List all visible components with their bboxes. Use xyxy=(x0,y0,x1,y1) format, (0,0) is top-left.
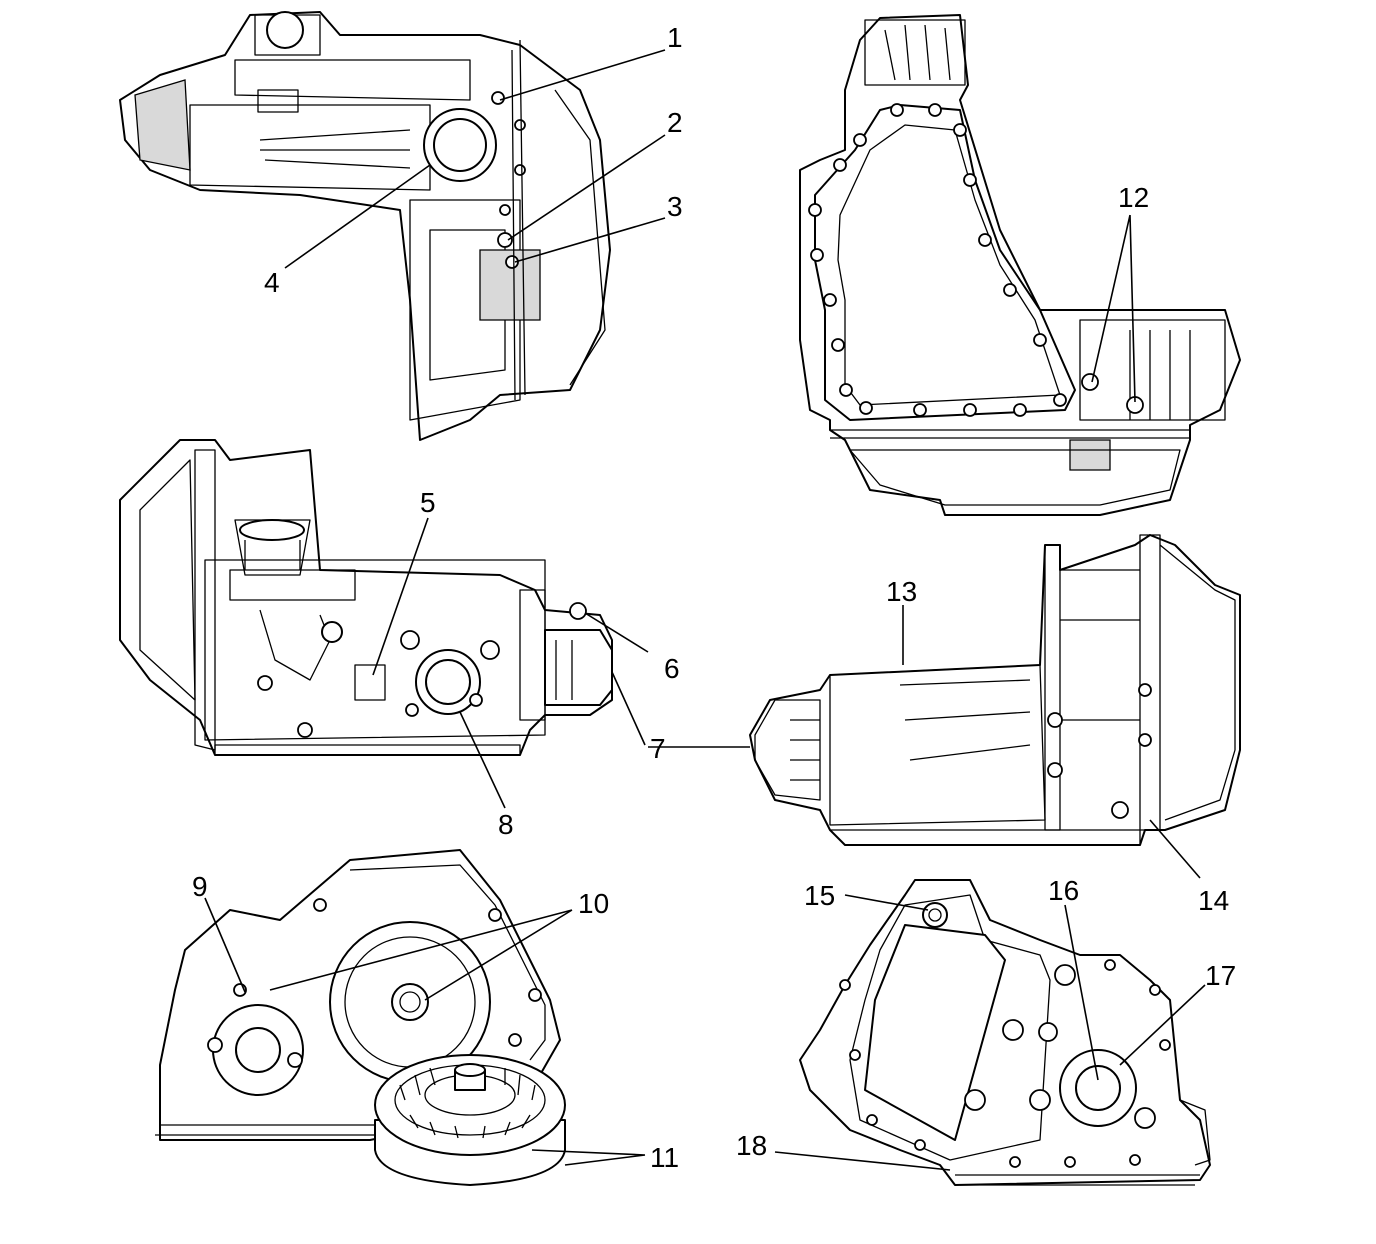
view-bottom-right-transaxle xyxy=(799,879,1211,1186)
callout-8: 8 xyxy=(498,809,514,840)
callout-1: 1 xyxy=(667,22,683,53)
callout-9: 9 xyxy=(192,871,208,902)
callout-14: 14 xyxy=(1198,885,1229,916)
view-middle-left-transaxle xyxy=(119,439,613,756)
callout-3: 3 xyxy=(667,191,683,222)
callout-10: 10 xyxy=(578,888,609,919)
callout-13: 13 xyxy=(886,576,917,607)
view-middle-right-transaxle xyxy=(749,534,1241,846)
callout-12: 12 xyxy=(1118,182,1149,213)
callout-15: 15 xyxy=(804,880,835,911)
callout-4: 4 xyxy=(264,267,280,298)
callout-5: 5 xyxy=(420,487,436,518)
view-bottom-left-transaxle xyxy=(155,849,566,1186)
view-top-right-transaxle xyxy=(799,14,1241,516)
torque-converter xyxy=(374,1054,566,1186)
callout-17: 17 xyxy=(1205,960,1236,991)
callout-labels: 1 2 3 4 5 6 7 8 9 10 11 12 13 14 15 16 1… xyxy=(192,22,1236,1173)
leader-lines xyxy=(204,49,1206,1171)
callout-6: 6 xyxy=(664,653,680,684)
callout-18: 18 xyxy=(736,1130,767,1161)
callout-16: 16 xyxy=(1048,875,1079,906)
view-top-left-transaxle xyxy=(119,11,611,441)
callout-2: 2 xyxy=(667,107,683,138)
callout-7: 7 xyxy=(650,733,666,764)
callout-11: 11 xyxy=(650,1142,679,1173)
